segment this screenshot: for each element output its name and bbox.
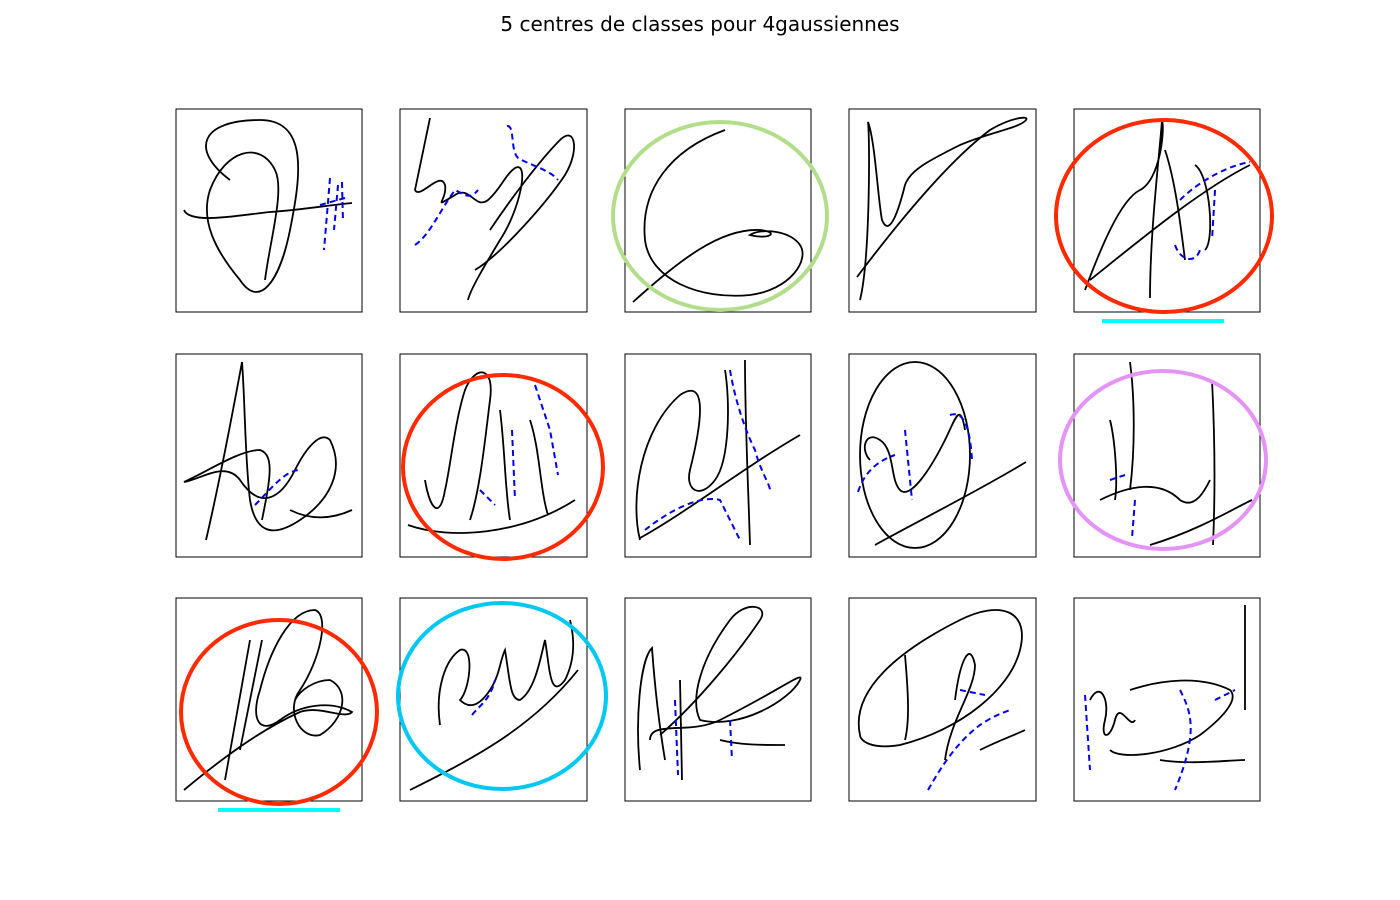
signature-overlay [319,177,346,251]
signature-panel-15 [1073,597,1261,802]
signature-stroke [1089,605,1246,764]
signature-stroke [859,361,971,549]
signature-panel-5 [1054,108,1274,323]
signature-stroke [856,116,1028,301]
signature-overlay [1174,161,1251,260]
signature-panel-14 [848,597,1037,802]
signature-overlay [479,384,559,506]
signature-stroke [632,129,804,303]
signature-overlay [857,413,973,501]
signature-stroke [637,605,802,781]
signature-overlay [1109,474,1136,539]
signature-panel-2 [399,108,588,313]
signature-panel-11 [175,597,379,812]
signature-overlay [471,679,496,716]
signature-panel-4 [848,108,1037,313]
signature-panel-1 [175,108,363,313]
cluster-circle [1054,118,1274,314]
cluster-circle [611,120,829,312]
figure-title: 5 centres de classes pour 4gaussiennes [500,12,900,36]
signature-panel-6 [175,353,363,558]
cluster-circle [396,601,608,791]
signature-panel-13 [624,597,812,802]
signature-stroke [1099,361,1253,546]
signature-stroke [409,619,579,791]
cluster-circle [401,373,605,561]
signature-panel-7 [399,353,605,561]
signature-panel-10 [1058,353,1268,558]
cluster-circle [179,618,379,806]
signature-overlay [1084,689,1236,791]
signature-overlay [927,689,1011,791]
signature-overlay [414,125,559,246]
signature-overlay [644,369,771,541]
signature-stroke [183,119,353,293]
signature-stroke [857,609,1026,761]
signature-panel-3 [611,108,829,313]
signature-stroke [183,609,354,791]
signature-overlay [254,469,301,506]
signature-stroke [183,361,353,541]
signature-panel-9 [848,353,1037,558]
signature-stroke [414,117,575,301]
signature-stroke [407,371,576,534]
signature-panel-12 [396,597,608,802]
signature-overlay [674,699,733,776]
signature-stroke [1084,119,1251,299]
signature-stroke [863,413,1027,546]
cluster-circle [1058,369,1268,551]
signature-stroke [635,359,801,546]
signature-panel-8 [624,353,812,558]
